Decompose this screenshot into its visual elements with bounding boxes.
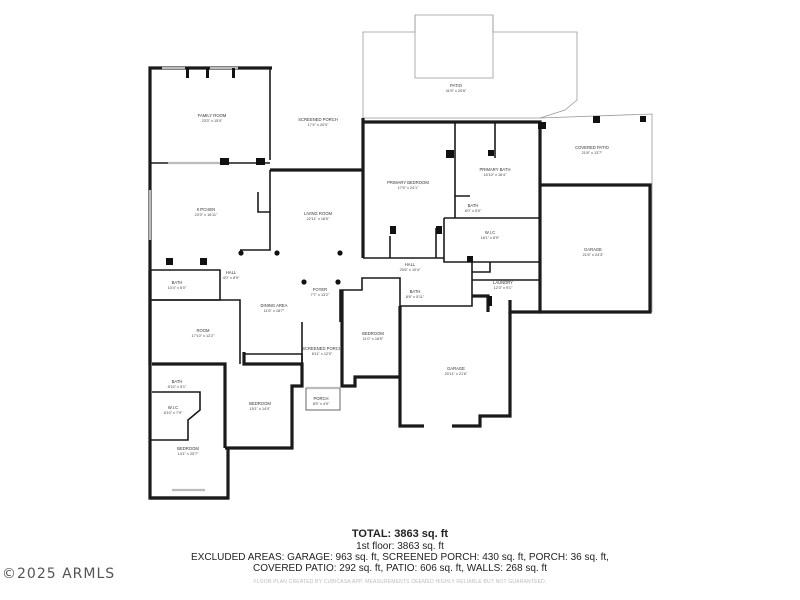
label-bath-sw: BATH bbox=[172, 379, 183, 384]
size-primary-bedroom: 17'9" x 24'1" bbox=[398, 186, 419, 190]
size-screened-porch-small: 6'11" x 12'0" bbox=[312, 352, 333, 356]
label-porch: PORCH bbox=[313, 396, 328, 401]
size-bath-small: 6'0" x 5'0" bbox=[465, 209, 482, 213]
label-primary-bath: PRIMARY BATH bbox=[480, 167, 511, 172]
floor-plan: FAMILY ROOM 23'3" x 15'0" SCREENED PORCH… bbox=[148, 14, 653, 500]
label-screened-porch-small: SCREENED PORCH bbox=[302, 346, 342, 351]
label-wic-sw: W.I.C bbox=[168, 405, 178, 410]
label-garage-right: GARAGE bbox=[584, 247, 602, 252]
label-patio: PATIO bbox=[450, 83, 463, 88]
walls-interior bbox=[150, 68, 540, 441]
label-covered-patio: COVERED PATIO bbox=[575, 145, 610, 150]
size-wic-sw: 8'10" x 7'9" bbox=[164, 411, 183, 415]
size-kitchen: 23'3" x 16'11" bbox=[195, 213, 218, 217]
size-laundry: 12'3" x 9'1" bbox=[494, 286, 513, 290]
excluded-areas-line-2: COVERED PATIO: 292 sq. ft, PATIO: 606 sq… bbox=[253, 563, 547, 574]
excluded-areas-line-1: EXCLUDED AREAS: GARAGE: 963 sq. ft, SCRE… bbox=[191, 552, 609, 563]
size-bath-sw: 8'10" x 5'1" bbox=[168, 385, 187, 389]
label-family-room: FAMILY ROOM bbox=[198, 113, 227, 118]
label-hall-left: HALL bbox=[226, 270, 237, 275]
label-hall-center: HALL bbox=[405, 262, 416, 267]
size-primary-bath: 15'10" x 16'4" bbox=[484, 173, 508, 177]
copyright-watermark: ©2025 ARMLS bbox=[2, 566, 116, 582]
label-primary-bedroom: PRIMARY BEDROOM bbox=[387, 180, 429, 185]
label-living-room: LIVING ROOM bbox=[304, 211, 332, 216]
size-bedroom-sw: 14'1" x 25'7" bbox=[178, 452, 199, 456]
label-bath-center: BATH bbox=[410, 289, 421, 294]
label-room: ROOM bbox=[196, 328, 210, 333]
label-foyer: FOYER bbox=[313, 287, 327, 292]
size-foyer: 7'7" x 13'2" bbox=[311, 293, 330, 297]
label-laundry: LAUNDRY bbox=[493, 280, 513, 285]
size-room: 17'10" x 12'2" bbox=[192, 334, 216, 338]
size-living-room: 22'11" x 16'5" bbox=[307, 217, 330, 221]
size-porch: 8'9" x 4'9" bbox=[313, 402, 330, 406]
size-bath-left: 10'4" x 6'0" bbox=[168, 286, 187, 290]
size-bedroom-mid: 15'1" x 14'0" bbox=[250, 407, 271, 411]
size-wic-primary: 18'1" x 8'9" bbox=[481, 236, 500, 240]
floor-area: 1st floor: 3863 sq. ft bbox=[356, 541, 444, 552]
label-wic-primary: W.I.C bbox=[485, 230, 495, 235]
columns bbox=[166, 68, 646, 306]
porch-steps bbox=[305, 388, 341, 411]
size-screened-porch-top: 17'4" x 20'0" bbox=[308, 123, 329, 127]
size-patio: 41'5" x 20'6" bbox=[446, 89, 467, 93]
label-bedroom-center: BEDROOM bbox=[362, 331, 384, 336]
label-garage-center: GARAGE bbox=[447, 366, 465, 371]
label-bath-small: BATH bbox=[468, 203, 479, 208]
size-hall-left: 4'0" x 8'9" bbox=[223, 276, 240, 280]
size-dining-area: 11'6" x 18'7" bbox=[264, 309, 285, 313]
label-kitchen: KITCHEN bbox=[197, 207, 215, 212]
label-screened-porch-top: SCREENED PORCH bbox=[298, 117, 338, 122]
label-bath-left: BATH bbox=[172, 280, 183, 285]
size-family-room: 23'3" x 15'0" bbox=[202, 119, 223, 123]
size-garage-right: 21'6" x 24'3" bbox=[583, 253, 604, 257]
label-dining-area: DINING AREA bbox=[261, 303, 288, 308]
label-bedroom-sw: BEDROOM bbox=[177, 446, 199, 451]
window-marks bbox=[148, 66, 340, 492]
size-covered-patio: 21'8" x 13'7" bbox=[582, 151, 603, 155]
disclaimer: FLOOR PLAN CREATED BY CUBICASA APP. MEAS… bbox=[253, 579, 547, 585]
size-garage-center: 20'11" x 21'6" bbox=[445, 372, 468, 376]
size-hall-center: 25'6" x 10'4" bbox=[400, 268, 421, 272]
size-bedroom-center: 11'0" x 16'5" bbox=[363, 337, 384, 341]
room-labels: FAMILY ROOM 23'3" x 15'0" SCREENED PORCH… bbox=[164, 83, 610, 456]
size-bath-center: 8'6" x 5'11" bbox=[406, 295, 425, 299]
label-bedroom-mid: BEDROOM bbox=[249, 401, 271, 406]
total-area: TOTAL: 3863 sq. ft bbox=[351, 528, 449, 540]
